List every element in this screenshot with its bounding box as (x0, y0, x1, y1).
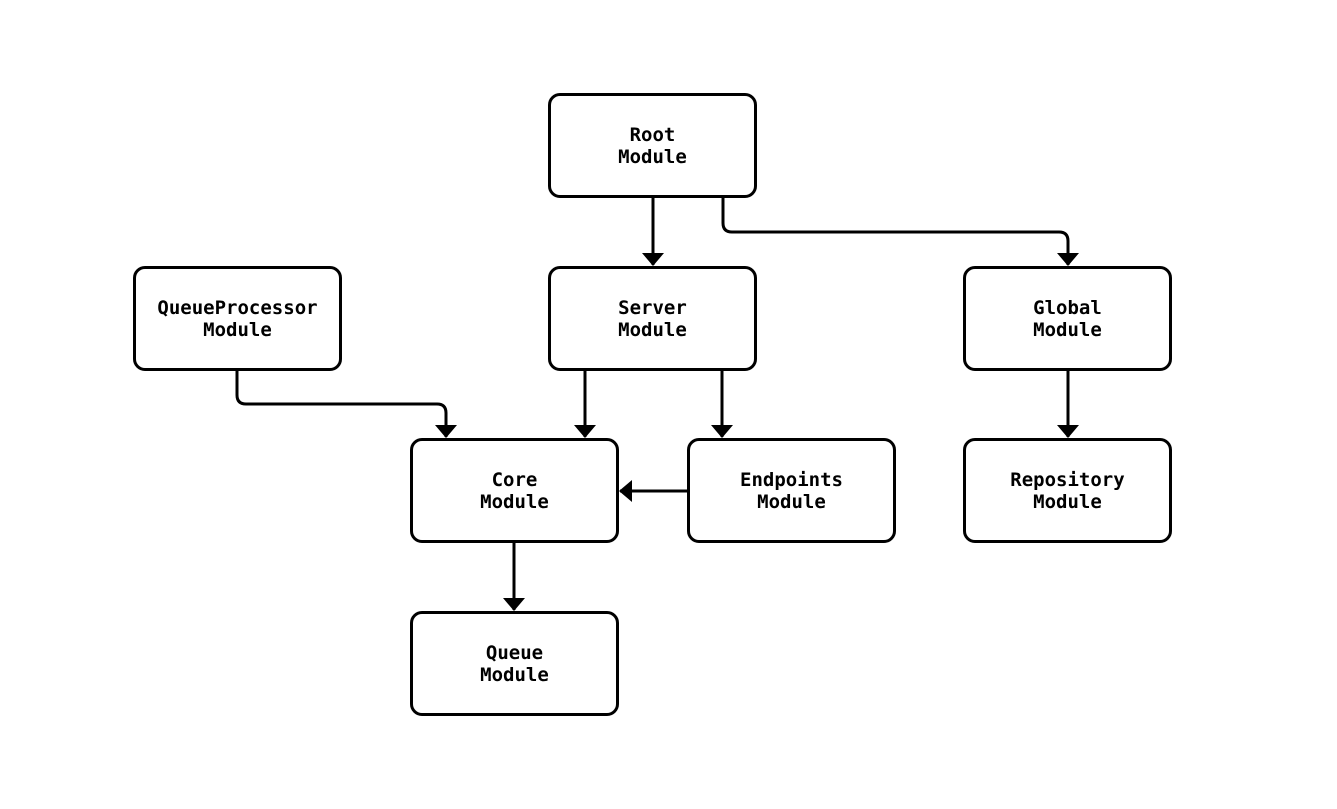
node-label-line: Endpoints (740, 468, 843, 491)
node-label-line: QueueProcessor (157, 296, 318, 319)
node-core-module: Core Module (410, 438, 619, 543)
node-label-line: Repository (1010, 468, 1125, 491)
edges-group (235, 198, 1079, 611)
node-label-line: Core (491, 468, 538, 491)
node-repository-module: Repository Module (963, 438, 1172, 543)
node-label-line: Queue (485, 641, 544, 664)
node-label-line: Module (203, 318, 272, 341)
node-label-line: Server (618, 296, 687, 319)
node-queue-module: Queue Module (410, 611, 619, 716)
node-label-line: Module (480, 663, 549, 686)
edge-queueprocessor-to-core (235, 371, 457, 438)
node-server-module: Server Module (548, 266, 757, 371)
node-label-line: Module (757, 490, 826, 513)
node-global-module: Global Module (963, 266, 1172, 371)
node-endpoints-module: Endpoints Module (687, 438, 896, 543)
node-label-line: Module (618, 145, 687, 168)
node-label-line: Module (480, 490, 549, 513)
node-root-module: Root Module (548, 93, 757, 198)
node-label-line: Root (629, 123, 676, 146)
edge-root-to-global (721, 198, 1079, 266)
node-label-line: Module (618, 318, 687, 341)
node-label-line: Module (1033, 490, 1102, 513)
node-label-line: Module (1033, 318, 1102, 341)
node-label-line: Global (1033, 296, 1102, 319)
node-queueprocessor-module: QueueProcessor Module (133, 266, 342, 371)
